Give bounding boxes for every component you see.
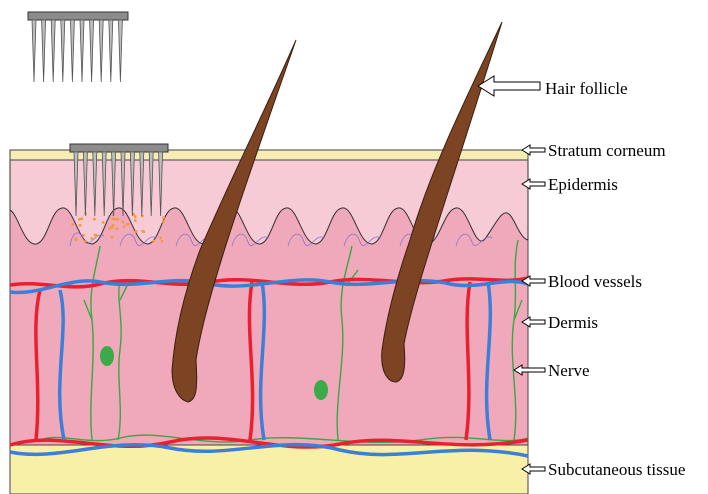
arrow-hair-follicle — [478, 76, 540, 96]
label-blood-vessels: Blood vessels — [548, 272, 642, 291]
particle — [75, 238, 78, 241]
label-epidermis: Epidermis — [548, 175, 618, 194]
particle — [111, 218, 114, 221]
microneedle — [109, 20, 113, 82]
label-nerve: Nerve — [548, 361, 590, 380]
microneedle — [61, 20, 65, 82]
particle — [71, 223, 74, 226]
nerve-gland — [314, 380, 328, 400]
particle — [159, 236, 162, 239]
particle — [161, 240, 164, 243]
label-dermis: Dermis — [548, 313, 598, 332]
particle — [114, 218, 117, 221]
particle — [84, 240, 87, 243]
particle — [94, 234, 97, 237]
label-hair-follicle: Hair follicle — [545, 79, 628, 98]
microneedle — [42, 20, 46, 82]
microneedle — [99, 20, 103, 82]
microneedle — [90, 20, 94, 82]
particle — [82, 234, 85, 237]
particle — [141, 230, 144, 233]
particle — [121, 221, 124, 224]
particle — [111, 236, 114, 239]
microneedle — [32, 20, 36, 82]
particle — [102, 221, 105, 224]
particle — [116, 227, 119, 230]
particle — [123, 225, 126, 228]
microneedle — [51, 20, 55, 82]
particle — [127, 223, 130, 226]
microneedle — [80, 20, 84, 82]
particle — [135, 230, 138, 233]
microneedle — [70, 20, 74, 82]
particle — [80, 217, 83, 220]
particle — [141, 215, 144, 218]
particle — [79, 224, 82, 227]
particle — [91, 237, 94, 240]
skin-section — [10, 22, 528, 494]
microneedle-array-icon — [28, 12, 128, 82]
particle — [134, 215, 137, 218]
particle — [112, 224, 115, 227]
particle — [134, 219, 137, 222]
particle — [117, 218, 120, 221]
nerve-gland — [100, 346, 114, 366]
particle — [162, 220, 165, 223]
particle — [93, 218, 96, 221]
particle — [152, 240, 155, 243]
microneedle — [118, 20, 122, 82]
particle — [162, 216, 165, 219]
label-subcutaneous: Subcutaneous tissue — [548, 460, 685, 479]
label-stratum-corneum: Stratum corneum — [548, 141, 666, 160]
